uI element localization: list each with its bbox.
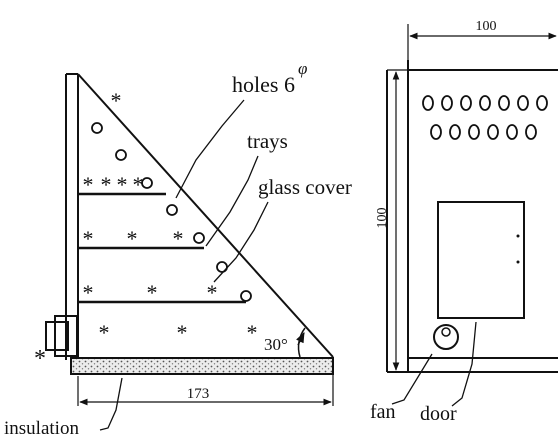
product-mark: * xyxy=(83,172,94,197)
product-mark: * xyxy=(83,280,94,305)
insulation-label: insulation xyxy=(4,418,79,439)
vent-hole xyxy=(468,124,480,140)
holes-leader xyxy=(175,99,245,199)
trays-label: trays xyxy=(247,129,288,153)
glass-cover-label: glass cover xyxy=(258,175,352,199)
product-mark: * xyxy=(247,320,258,345)
side-view: * * * * * * * * * * * * * * * 30° 173 in… xyxy=(4,59,352,439)
hole-mark xyxy=(115,149,127,161)
vent-hole xyxy=(422,95,434,111)
angle-label: 30° xyxy=(264,335,288,354)
vent-hole xyxy=(449,124,461,140)
door-hinge xyxy=(516,260,520,264)
fan-label: fan xyxy=(370,401,396,423)
glass-cover-line xyxy=(77,73,334,358)
vent-hole xyxy=(506,124,518,140)
product-mark: * xyxy=(83,226,94,251)
fan-hub xyxy=(441,327,451,337)
vent-hole xyxy=(487,124,499,140)
vent-hole xyxy=(536,95,548,111)
fan-housing xyxy=(45,321,69,351)
vent-hole xyxy=(498,95,510,111)
product-mark: * xyxy=(111,88,122,113)
hole-mark xyxy=(240,290,252,302)
vent-hole xyxy=(479,95,491,111)
product-mark: * xyxy=(101,172,112,197)
hole-mark xyxy=(193,232,205,244)
hole-mark xyxy=(141,177,153,189)
dim-height-label: 100 xyxy=(375,208,390,229)
vent-hole xyxy=(430,124,442,140)
angle-arrow xyxy=(296,332,305,346)
vent-hole xyxy=(441,95,453,111)
trays-leader xyxy=(205,155,259,247)
door xyxy=(437,201,525,319)
door-label: door xyxy=(420,403,457,425)
vent-hole xyxy=(525,124,537,140)
insulation-base xyxy=(70,357,334,375)
product-mark: * xyxy=(173,226,184,251)
hole-mark xyxy=(216,261,228,273)
dim-base-label: 173 xyxy=(187,386,210,402)
product-mark: * xyxy=(34,346,46,372)
product-mark: * xyxy=(99,320,110,345)
insulation-leader xyxy=(99,377,123,431)
hole-mark xyxy=(166,204,178,216)
product-mark: * xyxy=(117,172,128,197)
product-mark: * xyxy=(207,280,218,305)
door-leader xyxy=(451,321,477,407)
product-mark: * xyxy=(177,320,188,345)
holes-label: holes 6 xyxy=(232,72,295,97)
vent-hole xyxy=(517,95,529,111)
product-mark: * xyxy=(133,172,144,197)
vent-hole xyxy=(460,95,472,111)
hole-mark xyxy=(91,122,103,134)
front-view: 100 100 fan door xyxy=(370,19,558,425)
product-mark: * xyxy=(127,226,138,251)
holes-diameter-symbol: φ xyxy=(298,59,307,78)
vent-holes xyxy=(422,95,548,140)
product-mark: * xyxy=(147,280,158,305)
dim-width-label: 100 xyxy=(476,19,497,34)
glass-cover-leader xyxy=(213,201,269,283)
door-hinge xyxy=(516,234,520,238)
fan-leader xyxy=(391,353,433,405)
fan-circle xyxy=(433,324,459,350)
